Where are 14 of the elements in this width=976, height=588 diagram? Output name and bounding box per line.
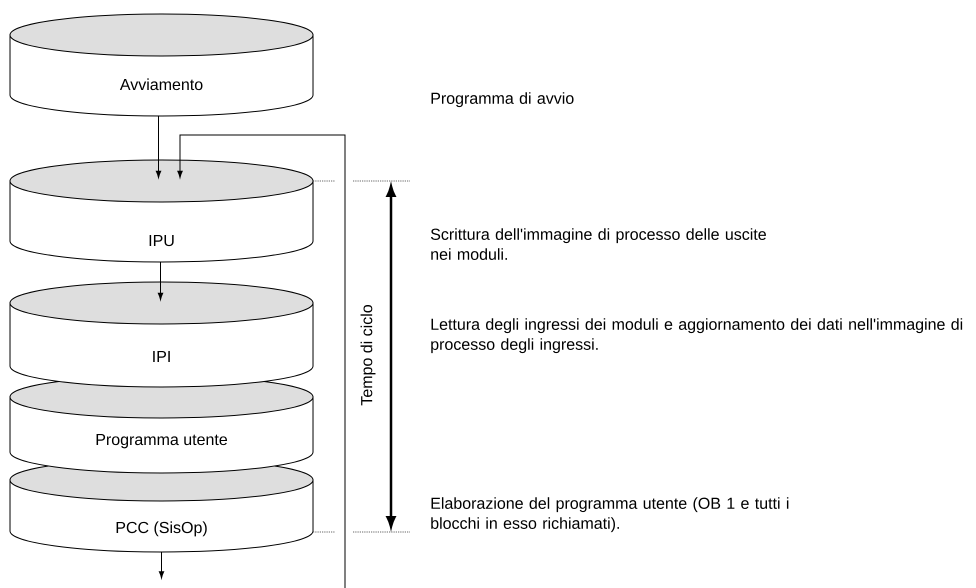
arrow xyxy=(158,552,164,578)
description-text: Scrittura dell'immagine di processo delle uscite nei moduli. xyxy=(430,228,766,260)
cylinder: PCC (SisOp) xyxy=(10,458,314,552)
cylinder: IPI xyxy=(10,282,314,388)
cylinder: IPU xyxy=(10,160,314,262)
cylinder: Programma utente xyxy=(10,376,314,474)
description-text: Programma di avvio xyxy=(432,92,574,108)
description-text: Elaborazione del programma utente (OB 1 e tutti i blocchi in esso richiamati). xyxy=(431,497,788,532)
description-text: Lettura degli ingressi dei moduli e aggiornamento dei dati nell'immagine di processo degli ingressi. xyxy=(431,318,962,354)
cylinder: Avviamento xyxy=(10,14,314,116)
arrow xyxy=(177,134,346,588)
arrow xyxy=(156,116,162,178)
dimension-label: Tempo di ciclo xyxy=(360,305,376,406)
arrow xyxy=(158,262,164,300)
